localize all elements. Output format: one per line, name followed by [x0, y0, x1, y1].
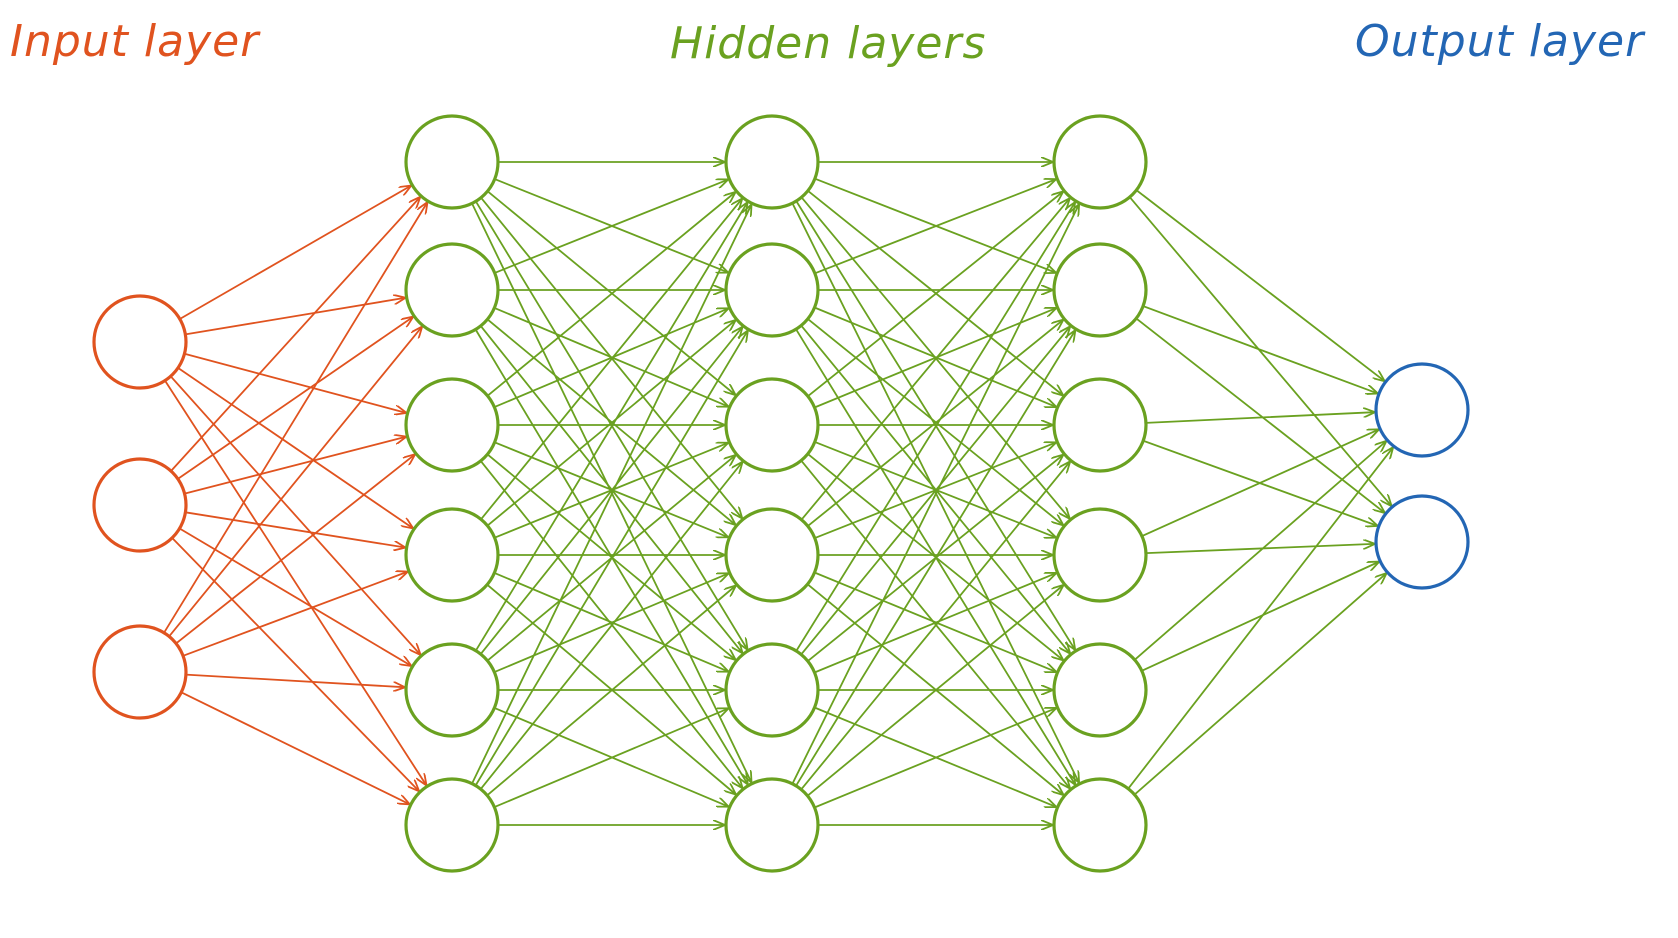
connection-arrow-l1-n5-to-l2-n0: [471, 205, 751, 785]
connection-arrow-l1-n2-to-l2-n5: [479, 459, 742, 788]
output-layer-title: Output layer: [1355, 16, 1645, 67]
hidden-neuron-l1-n2: [404, 377, 500, 473]
connection-arrow-l1-n3-to-l2-n1: [486, 321, 735, 527]
connection-arrow-l3-n5-to-l4-n0: [1127, 448, 1392, 790]
hidden-neuron-l3-n2: [1052, 377, 1148, 473]
connection-arrow-l2-n3-to-l3-n0: [800, 199, 1070, 521]
connection-arrow-l3-n0-to-l4-n1: [1128, 196, 1391, 505]
connection-arrow-l0-n2-to-l1-n0: [163, 203, 427, 634]
hidden-neuron-l1-n3: [404, 507, 500, 603]
connection-arrow-l2-n5-to-l3-n1: [795, 331, 1075, 787]
connection-arrow-l0-n0-to-l1-n3: [177, 366, 412, 528]
connection-arrow-l0-n2-to-l1-n3: [182, 572, 407, 657]
hidden-neuron-l2-n2: [724, 377, 820, 473]
connection-arrow-l2-n5-to-l3-n0: [791, 205, 1078, 785]
connection-arrow-l2-n3-to-l3-n1: [806, 320, 1063, 527]
connection-arrow-l1-n4-to-l2-n0: [474, 203, 747, 652]
connection-arrow-l0-n2-to-l1-n5: [180, 691, 409, 804]
connection-arrow-l3-n3-to-l4-n1: [1145, 544, 1374, 554]
hidden-neuron-l2-n1: [724, 242, 820, 338]
connection-arrow-l2-n2-to-l3-n0: [807, 192, 1063, 398]
connection-arrow-l0-n1-to-l1-n3: [184, 511, 404, 547]
connection-arrow-l1-n5-to-l2-n4: [493, 709, 727, 808]
hidden-neuron-l3-n0: [1052, 114, 1148, 210]
connection-arrow-l0-n2-to-l1-n2: [175, 455, 414, 645]
connection-arrow-l0-n1-to-l1-n0: [170, 198, 420, 472]
connection-arrow-l1-n2-to-l2-n4: [486, 453, 735, 659]
connection-arrow-l0-n1-to-l1-n2: [183, 437, 406, 495]
connection-arrow-l2-n1-to-l3-n0: [814, 180, 1055, 275]
connection-arrow-l2-n2-to-l3-n4: [806, 452, 1063, 660]
connection-arrow-l1-n2-to-l2-n1: [493, 309, 727, 409]
hidden-neuron-l1-n5: [404, 777, 500, 873]
input-neuron-l0-n2: [92, 624, 188, 720]
connection-arrow-l3-n0-to-l4-n0: [1135, 189, 1384, 381]
connection-arrow-l0-n0-to-l1-n0: [178, 186, 411, 320]
connection-arrow-l0-n0-to-l1-n5: [164, 379, 426, 785]
hidden-layers-title: Hidden layers: [670, 18, 987, 69]
connection-arrow-l0-n2-to-l1-n4: [184, 673, 404, 688]
connection-arrow-l0-n0-to-l1-n2: [183, 352, 406, 413]
connection-arrow-l1-n5-to-l2-n3: [486, 586, 735, 797]
connection-arrow-l3-n2-to-l4-n0: [1145, 412, 1374, 424]
connection-arrow-l1-n3-to-l2-n0: [480, 199, 742, 521]
hidden-neuron-l1-n4: [404, 642, 500, 738]
hidden-neuron-l2-n5: [724, 777, 820, 873]
input-neuron-l0-n0: [92, 294, 188, 390]
input-neuron-l0-n1: [92, 457, 188, 553]
connection-arrow-l1-n5-to-l2-n1: [474, 331, 748, 787]
connection-arrow-l2-n2-to-l3-n5: [800, 459, 1069, 788]
output-neuron-l4-n0: [1374, 362, 1470, 458]
hidden-neuron-l3-n5: [1052, 777, 1148, 873]
connection-arrow-l3-n1-to-l4-n0: [1142, 305, 1377, 393]
connection-arrow-l1-n0-to-l2-n2: [486, 190, 735, 394]
connection-arrow-l1-n4-to-l2-n1: [479, 328, 742, 655]
connection-arrow-l3-n1-to-l4-n1: [1135, 317, 1384, 512]
connection-arrow-l1-n1-to-l2-n0: [493, 180, 728, 274]
connection-arrow-l3-n4-to-l4-n1: [1140, 562, 1379, 672]
neurons: [92, 114, 1470, 873]
connection-arrow-l2-n4-to-l3-n1: [800, 327, 1069, 656]
connection-arrow-l0-n2-to-l1-n1: [168, 327, 422, 638]
connection-arrow-l3-n3-to-l4-n0: [1141, 430, 1378, 537]
connection-arrow-l2-n4-to-l3-n0: [795, 203, 1074, 652]
connection-arrow-l2-n5-to-l3-n2: [800, 462, 1069, 791]
hidden-neuron-l2-n3: [724, 507, 820, 603]
connection-arrow-l1-n5-to-l2-n2: [479, 463, 742, 790]
connection-arrow-l3-n4-to-l4-n0: [1133, 442, 1386, 661]
connection-arrow-l3-n5-to-l4-n1: [1133, 574, 1386, 796]
connection-arrow-l1-n2-to-l2-n0: [486, 193, 735, 397]
connections: [163, 162, 1393, 825]
connection-arrow-l0-n1-to-l1-n5: [171, 537, 418, 791]
hidden-neuron-l3-n4: [1052, 642, 1148, 738]
connection-arrow-l0-n0-to-l1-n4: [169, 375, 420, 654]
connection-arrow-l2-n0-to-l3-n2: [807, 189, 1063, 395]
output-neuron-l4-n1: [1374, 494, 1470, 590]
hidden-neuron-l3-n3: [1052, 507, 1148, 603]
connection-arrow-l0-n0-to-l1-n1: [184, 298, 404, 336]
connection-arrow-l2-n5-to-l3-n4: [813, 708, 1056, 809]
connection-arrow-l0-n1-to-l1-n1: [176, 317, 413, 480]
input-layer-title: Input layer: [10, 16, 260, 67]
hidden-neuron-l2-n4: [724, 642, 820, 738]
hidden-neuron-l2-n0: [724, 114, 820, 210]
connection-arrow-l2-n2-to-l3-n1: [813, 308, 1056, 409]
connection-arrow-l2-n5-to-l3-n3: [806, 586, 1063, 797]
connection-arrow-l0-n1-to-l1-n4: [178, 527, 411, 666]
hidden-neuron-l3-n1: [1052, 242, 1148, 338]
hidden-neuron-l1-n0: [404, 114, 500, 210]
hidden-neuron-l1-n1: [404, 242, 500, 338]
